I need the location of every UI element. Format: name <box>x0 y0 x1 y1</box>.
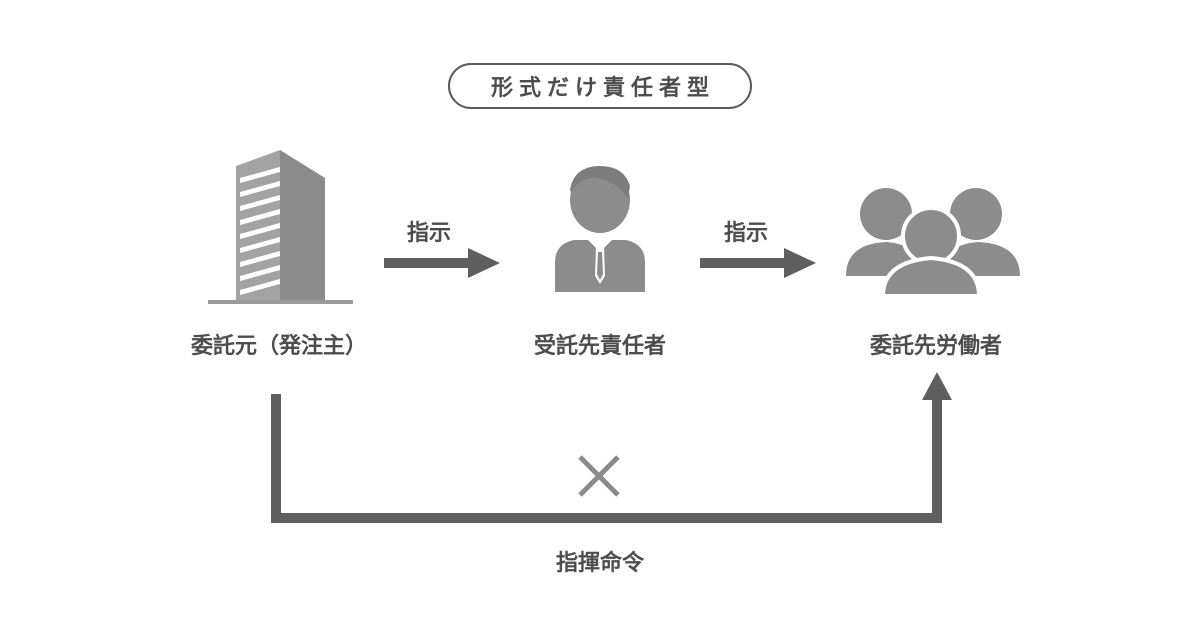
node-label-manager: 受託先責任者 <box>533 334 666 359</box>
group-icon <box>846 188 1020 298</box>
node-label-workers: 委託先労働者 <box>869 334 1002 359</box>
arrow-label-instruction-2: 指示 <box>724 221 769 246</box>
path-label-direct-command: 指揮命令 <box>555 551 644 576</box>
building-icon <box>208 150 353 304</box>
direct-command-path <box>271 372 952 523</box>
arrow-manager-to-workers <box>700 248 816 278</box>
arrow-label-instruction-1: 指示 <box>407 221 452 246</box>
diagram-title: 形式だけ責任者型 <box>448 63 752 109</box>
cross-icon <box>578 455 620 497</box>
node-label-client: 委託元（発注主） <box>190 334 367 359</box>
businessman-icon <box>555 166 645 292</box>
arrow-client-to-manager <box>384 248 500 278</box>
